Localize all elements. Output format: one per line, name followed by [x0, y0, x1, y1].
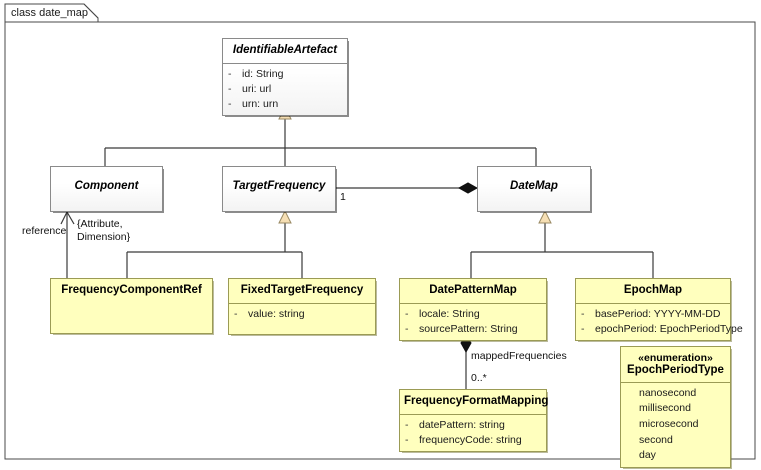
attribute-text: urn: urn [242, 98, 279, 110]
class-title: FixedTargetFrequency [240, 284, 364, 296]
attribute-text: datePattern: string [419, 418, 505, 431]
class-frequency-component-ref[interactable]: FrequencyComponentRef [50, 278, 213, 334]
visibility-marker: - [228, 98, 232, 110]
class-title: EpochMap [623, 284, 683, 296]
generalization-arrowhead [278, 209, 292, 224]
attribute-row: - urn: urn [223, 97, 347, 112]
attribute-compartment: - id: String - uri: url - urn: urn [223, 62, 347, 116]
attribute-compartment: - datePattern: string - frequencyCode: s… [400, 413, 546, 451]
class-title: DateMap [510, 180, 558, 192]
class-component[interactable]: Component [50, 166, 163, 212]
attribute-text: uri: url [242, 82, 272, 95]
class-frequency-format-mapping[interactable]: FrequencyFormatMapping - datePattern: st… [399, 389, 549, 452]
class-fixed-target-frequency[interactable]: FixedTargetFrequency - value: string [228, 278, 376, 335]
association-constraint-line-1: {Attribute, [77, 218, 123, 230]
class-title: Component [74, 180, 139, 192]
class-target-frequency[interactable]: TargetFrequency [222, 166, 336, 212]
class-date-pattern-map[interactable]: DatePatternMap - locale: String - source… [399, 278, 547, 341]
attribute-compartment: - basePeriod: YYYY-MM-DD - epochPeriod: … [576, 302, 743, 340]
visibility-marker: - [581, 307, 585, 320]
class-title: «enumeration» EpochPeriodType [621, 347, 730, 382]
composition-datemap-targetfrequency [336, 182, 479, 194]
enum-literal: nanosecond [639, 386, 697, 399]
enum-literal: millisecond [639, 402, 691, 415]
attribute-row: - datePattern: string [400, 418, 546, 433]
attribute-compartment: - locale: String - sourcePattern: String [400, 302, 546, 340]
visibility-marker: - [581, 322, 585, 335]
multiplicity-mapped-frequencies: 0..* [471, 372, 487, 384]
attribute-row: - basePeriod: YYYY-MM-DD [576, 307, 730, 322]
composition-diamond [457, 182, 479, 194]
visibility-marker: - [405, 322, 409, 335]
visibility-marker: - [405, 307, 409, 320]
class-date-map[interactable]: DateMap [477, 166, 591, 212]
attribute-text: basePeriod: YYYY-MM-DD [595, 307, 721, 320]
visibility-marker: - [228, 82, 232, 95]
attribute-row: - id: String [223, 67, 347, 82]
generalization-to-target-frequency [126, 209, 303, 278]
enum-literal: second [639, 433, 673, 446]
class-title: DatePatternMap [429, 284, 517, 296]
composition-datepatternmap-frequencyformatmapping [460, 332, 472, 389]
attribute-row: - value: string [229, 307, 375, 322]
attribute-row: - sourcePattern: String [400, 322, 546, 337]
frame-label: class date_map [11, 7, 89, 19]
enum-literal: day [639, 449, 656, 462]
association-role-mapped-frequencies: mappedFrequencies [471, 350, 567, 362]
visibility-marker: - [234, 307, 238, 320]
class-title: IdentifiableArtefact [232, 44, 338, 56]
attribute-text: epochPeriod: EpochPeriodType [595, 322, 743, 335]
attribute-compartment: - value: string [229, 302, 375, 334]
class-title: TargetFrequency [232, 180, 326, 192]
association-reference-to-component [60, 211, 75, 278]
attribute-row: - epochPeriod: EpochPeriodType [576, 322, 743, 337]
attribute-text: id: String [242, 67, 284, 80]
class-title: FrequencyFormatMapping [404, 395, 549, 407]
attribute-row: - uri: url [223, 82, 347, 97]
class-epoch-map[interactable]: EpochMap - basePeriod: YYYY-MM-DD - epoc… [575, 278, 743, 341]
visibility-marker: - [405, 433, 409, 446]
visibility-marker: - [228, 67, 232, 80]
literal-compartment: nanosecond millisecond microsecond secon… [621, 381, 730, 467]
attribute-text: sourcePattern: String [419, 322, 518, 335]
enumeration-name: EpochPeriodType [627, 364, 724, 377]
attribute-text: frequencyCode: string [419, 433, 522, 446]
visibility-marker: - [405, 418, 409, 431]
attribute-text: value: string [248, 307, 305, 320]
multiplicity-datemap-target: 1 [340, 191, 346, 203]
class-title: FrequencyComponentRef [61, 284, 202, 296]
class-identifiable-artefact[interactable]: IdentifiableArtefact - id: String - uri:… [222, 38, 348, 117]
enumeration-epoch-period-type[interactable]: «enumeration» EpochPeriodType nanosecond… [620, 346, 731, 468]
attribute-row: - locale: String [400, 307, 546, 322]
attribute-text: locale: String [419, 307, 480, 320]
association-role-reference: reference [22, 225, 67, 237]
association-constraint-line-2: Dimension} [77, 231, 131, 243]
enum-literal: microsecond [639, 418, 699, 430]
attribute-row: - frequencyCode: string [400, 433, 546, 448]
generalization-to-date-map [470, 209, 654, 278]
stereotype-label: «enumeration» [638, 352, 713, 364]
generalization-arrowhead [538, 209, 552, 224]
